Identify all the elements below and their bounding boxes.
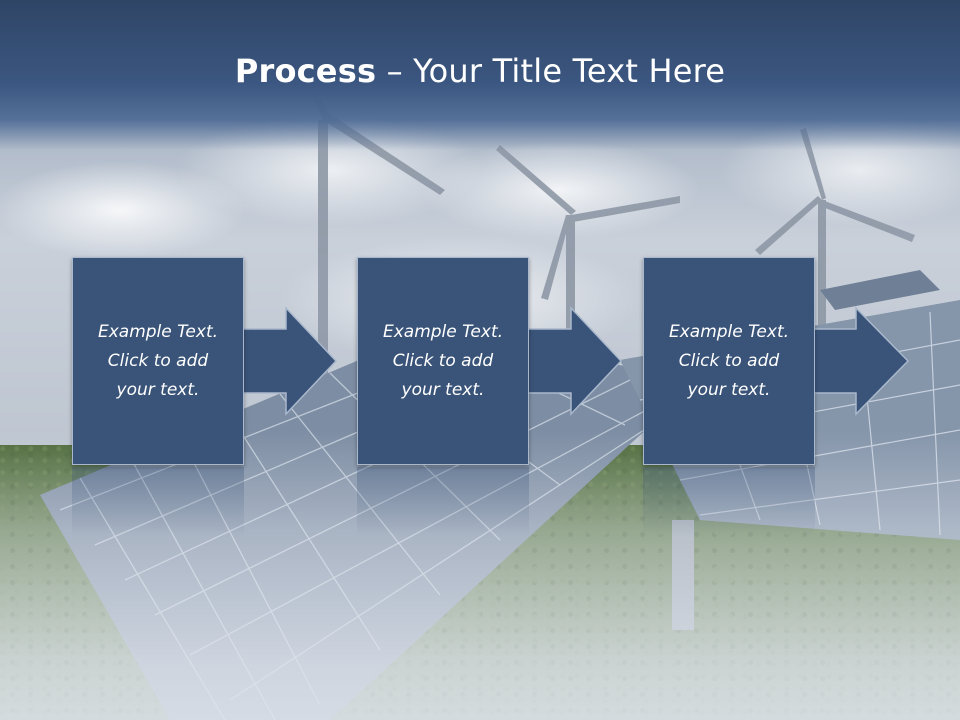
step-text-line: Click to add xyxy=(392,350,494,371)
bottom-fade-overlay xyxy=(0,430,960,720)
step-text-line: Click to add xyxy=(107,350,209,371)
process-step-1[interactable]: Example Text. Click to add your text. xyxy=(72,257,244,465)
process-step-3[interactable]: Example Text. Click to add your text. xyxy=(643,257,815,465)
header-band xyxy=(0,0,960,150)
arrow-icon xyxy=(236,306,338,416)
title-bold-part: Process xyxy=(234,52,377,90)
step-text-line: your text. xyxy=(116,379,200,400)
title-rest-part: – Your Title Text Here xyxy=(376,52,726,90)
step-text-line: Click to add xyxy=(678,350,780,371)
process-step-2[interactable]: Example Text. Click to add your text. xyxy=(357,257,529,465)
step-text-line: your text. xyxy=(687,379,771,400)
slide-title[interactable]: Process – Your Title Text Here xyxy=(0,52,960,90)
step-text-line: Example Text. xyxy=(668,321,790,342)
arrow-icon xyxy=(521,306,623,416)
step-text-line: Example Text. xyxy=(382,321,504,342)
step-text-line: your text. xyxy=(401,379,485,400)
arrow-icon xyxy=(806,306,910,416)
step-text-line: Example Text. xyxy=(97,321,219,342)
